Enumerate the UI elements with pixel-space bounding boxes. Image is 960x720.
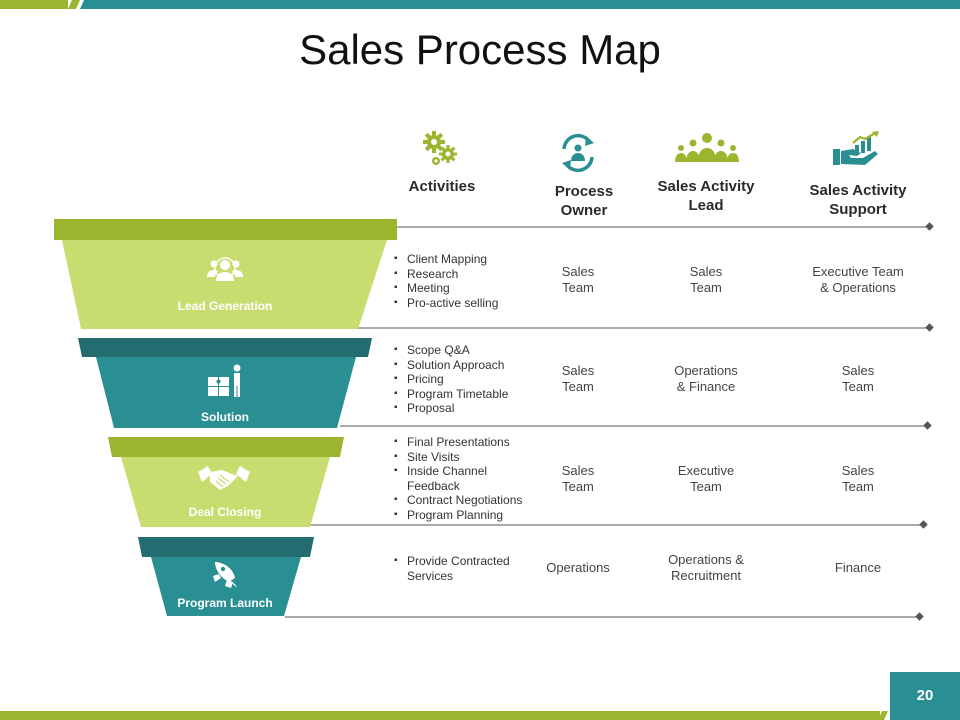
activity-list-deal-closing: Final Presentations Site Visits Inside C… (394, 435, 534, 522)
list-item: Proposal (394, 401, 534, 416)
lead-solution: Operations & Finance (674, 363, 738, 394)
list-item: Contract Negotiations (394, 493, 534, 508)
support-deal-closing: Sales Team (841, 463, 875, 494)
page-title: Sales Process Map (299, 26, 661, 73)
gears-icon (423, 131, 457, 165)
list-item: Solution Approach (394, 358, 534, 373)
list-item: Pro-active selling (394, 296, 534, 311)
lead-deal-closing: Executive Team (677, 463, 735, 494)
header-process-owner: Process Owner (554, 183, 614, 219)
top-accent-bar (0, 0, 960, 9)
cycle-person-icon (562, 133, 594, 173)
handshake-icon (198, 466, 250, 490)
list-item: Client Mapping (394, 252, 534, 267)
header-sales-activity-support: Sales Activity Support (809, 182, 907, 218)
lead-lead-generation: Sales Team (689, 264, 723, 295)
stage-label-solution: Solution (201, 410, 249, 424)
stage-label-lead-generation: Lead Generation (177, 299, 273, 313)
list-item: Site Visits (394, 450, 534, 465)
lead-program-launch: Operations & Recruitment (668, 552, 744, 583)
list-item: Scope Q&A (394, 343, 534, 358)
rocket-icon (213, 562, 237, 588)
support-lead-generation: Executive Team & Operations (812, 264, 904, 295)
list-item: Pricing (394, 372, 534, 387)
support-program-launch: Finance (834, 560, 882, 575)
hand-growth-icon (833, 131, 879, 165)
list-item: Meeting (394, 281, 534, 296)
funnel-segment-deal-closing (121, 457, 330, 527)
activity-list-solution: Scope Q&A Solution Approach Pricing Prog… (394, 343, 534, 416)
header-activities: Activities (408, 178, 476, 195)
funnel-cap-lead-generation (54, 219, 397, 240)
list-item: Program Timetable (394, 387, 534, 402)
stage-label-deal-closing: Deal Closing (188, 505, 262, 519)
owner-lead-generation: Sales Team (561, 264, 595, 295)
funnel-segment-lead-generation (62, 240, 387, 329)
puzzle-person-icon (208, 364, 241, 397)
funnel-cap-deal-closing (108, 437, 344, 457)
people-group-icon (207, 257, 243, 281)
owner-solution: Sales Team (561, 363, 595, 394)
bottom-accent-bar (0, 711, 888, 720)
team-icon (675, 133, 739, 162)
list-item: Provide Contracted Services (394, 554, 534, 583)
list-item: Program Planning (394, 508, 534, 523)
list-item: Inside Channel Feedback (394, 464, 534, 493)
header-sales-activity-lead: Sales Activity Lead (657, 178, 755, 214)
activity-list-lead-generation: Client Mapping Research Meeting Pro-acti… (394, 252, 534, 310)
owner-program-launch: Operations (546, 560, 610, 575)
funnel-segment-program-launch (151, 557, 301, 616)
stage-label-program-launch: Program Launch (177, 596, 273, 610)
support-solution: Sales Team (841, 363, 875, 394)
funnel-cap-program-launch (138, 537, 314, 557)
page-number: 20 (890, 672, 960, 720)
list-item: Final Presentations (394, 435, 534, 450)
funnel-cap-solution (78, 338, 372, 357)
list-item: Research (394, 267, 534, 282)
activity-list-program-launch: Provide Contracted Services (394, 554, 534, 583)
owner-deal-closing: Sales Team (561, 463, 595, 494)
